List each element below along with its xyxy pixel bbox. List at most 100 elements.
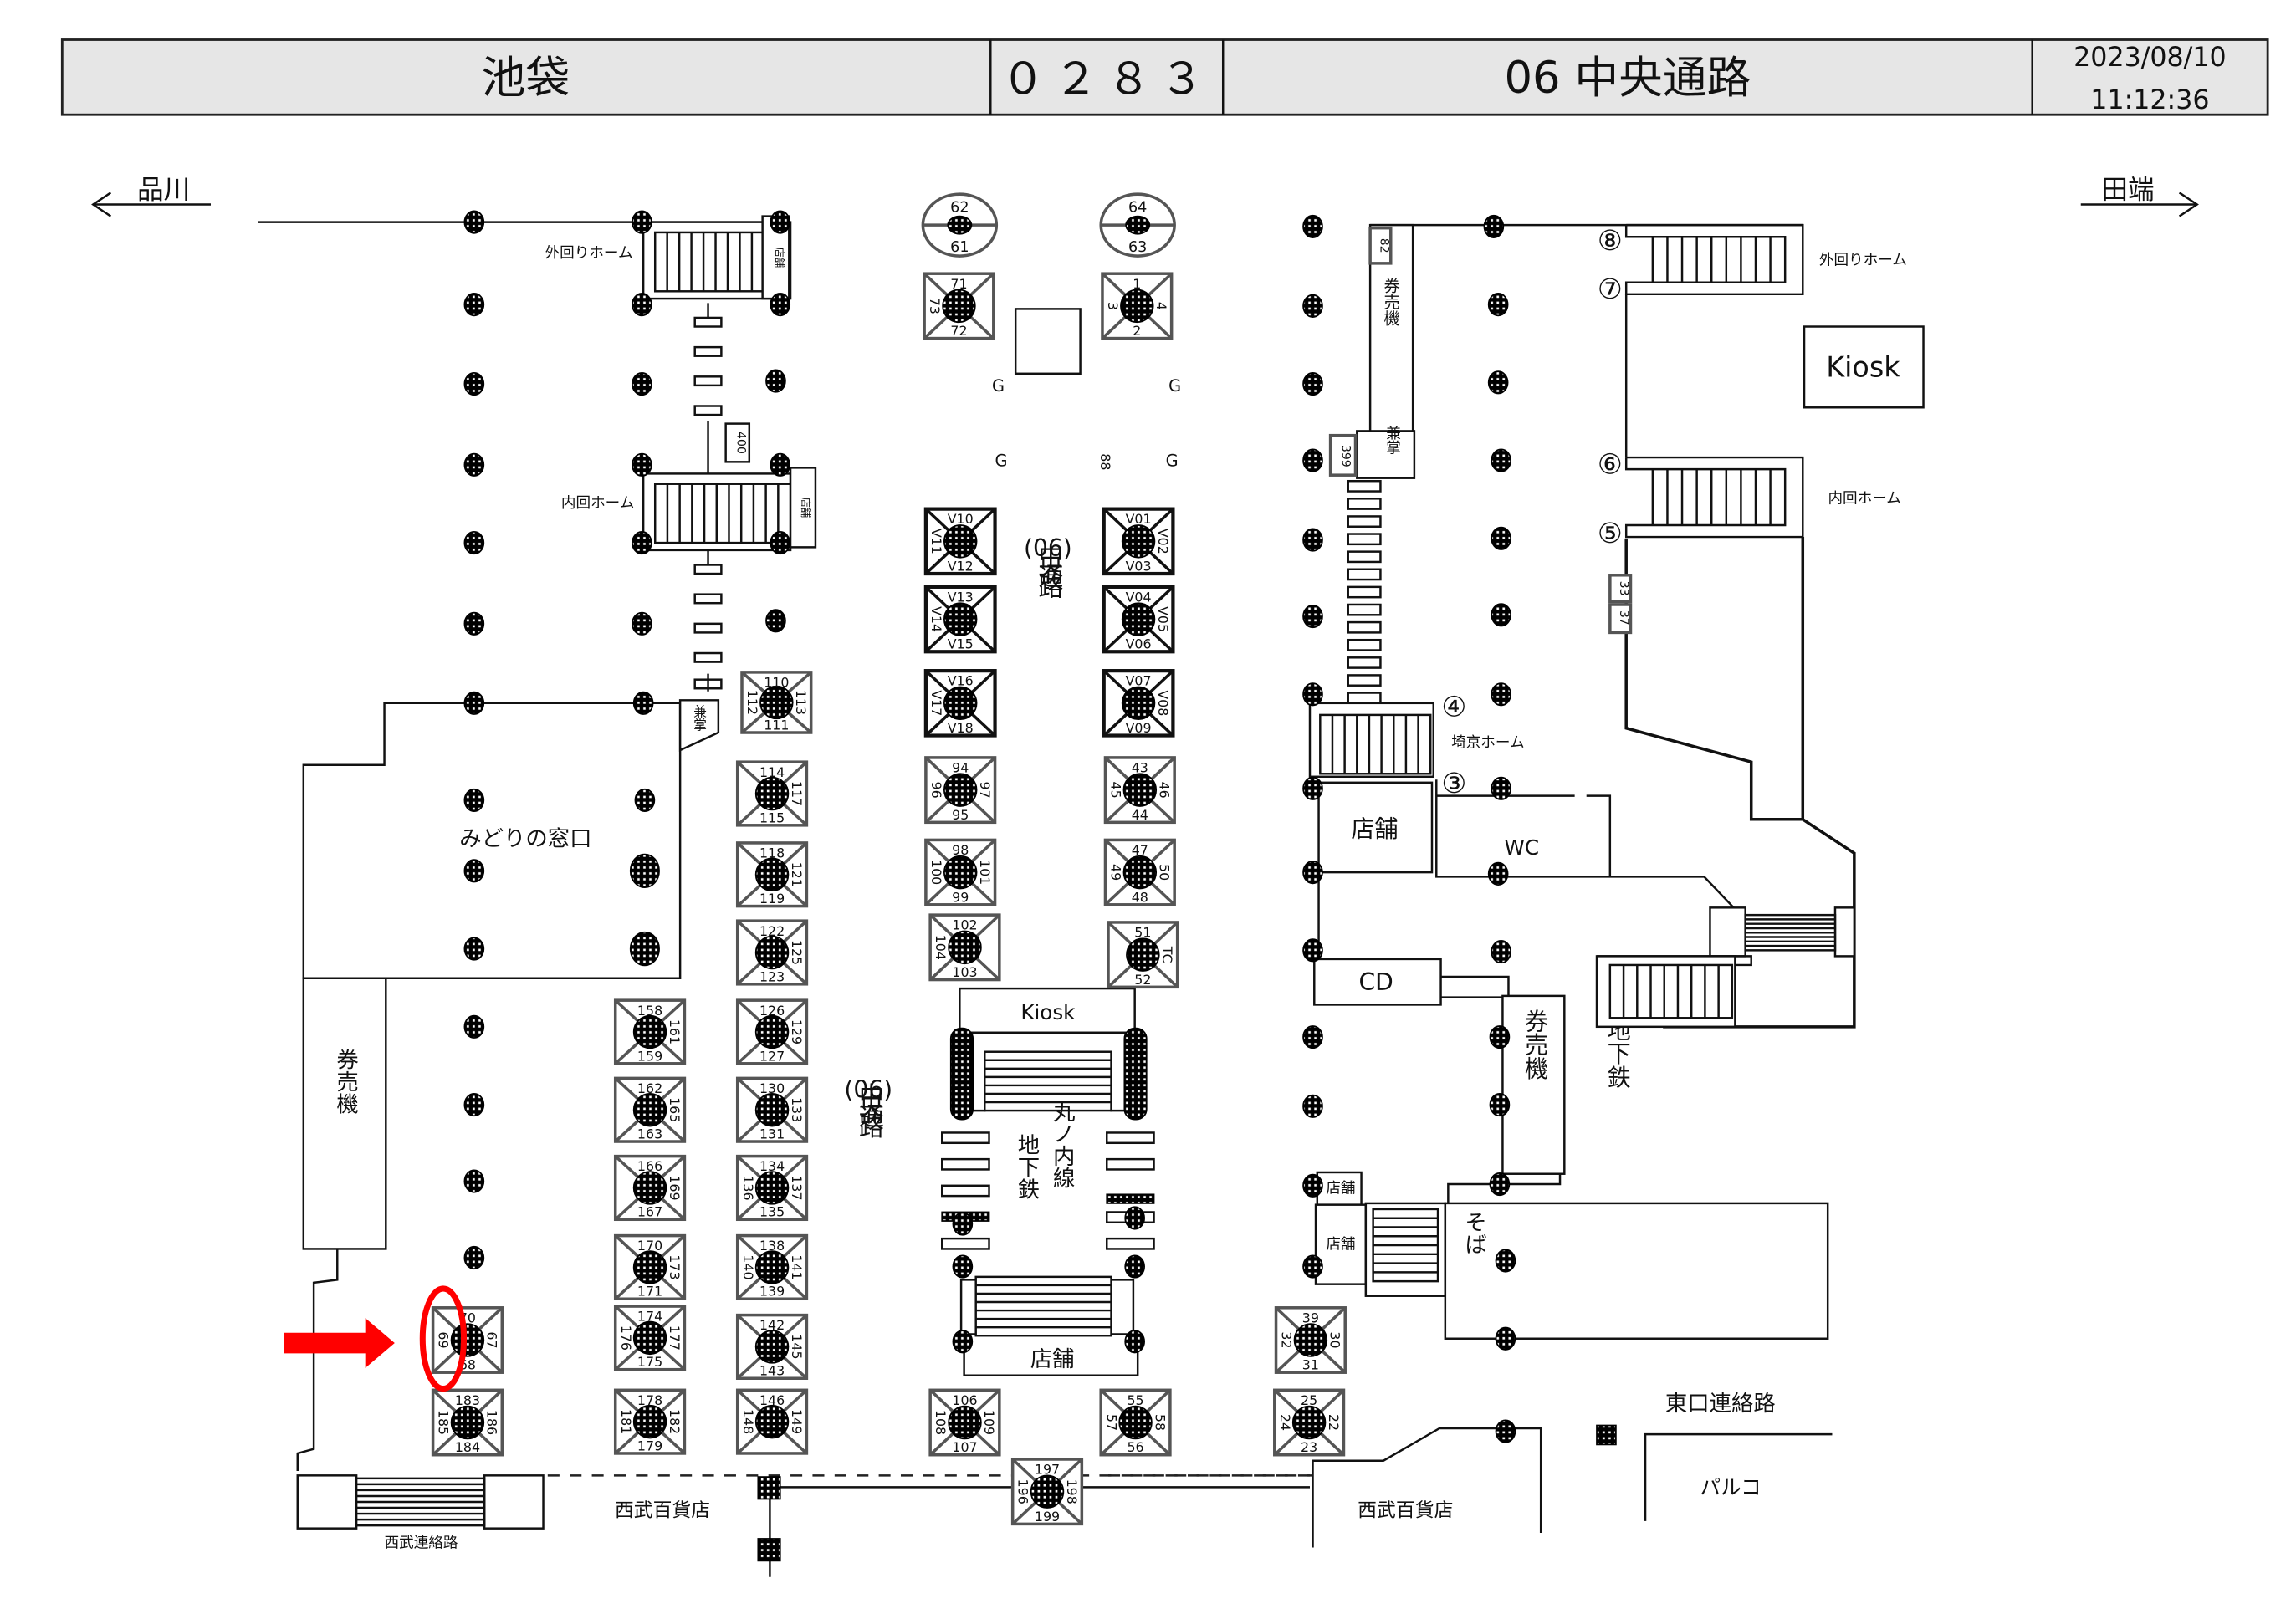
tag-37: 37 [1617,610,1630,626]
camera-number: 135 [759,1204,785,1220]
camera-number: 23 [1301,1439,1317,1455]
camera-dome-icon [1126,937,1160,972]
camera-dome-icon [450,1405,485,1440]
camera-number: V15 [948,636,974,652]
kensho-left [678,699,720,753]
camera-number: 107 [952,1439,977,1455]
camera-number: 111 [764,717,789,733]
camera-dome-icon [450,1323,485,1357]
camera-number: 109 [981,1410,997,1435]
camera-number: 102 [952,917,977,933]
shop-right-small-2-label: 店舗 [1326,1236,1355,1253]
camera-number: 122 [759,923,785,939]
camera-dome-icon [1120,289,1154,324]
camera-number: 159 [637,1048,662,1064]
pillar-camera-icon [1124,1330,1145,1354]
central-passage-lower-num: (06) [844,1075,892,1103]
camera-number: V01 [1126,511,1152,527]
camera-number: 101 [977,860,993,885]
direction-left-label: 品川 [137,175,190,205]
camera-number: TC [1159,946,1175,963]
camera-number: 49 [1108,864,1124,881]
camera-number: 113 [793,690,809,715]
pillar-camera-icon [632,531,652,555]
pillar-camera-icon [1124,1254,1145,1279]
camera-number: V05 [1155,606,1171,632]
camera-dome-icon [943,686,978,721]
camera-number: 177 [667,1325,683,1351]
pillar-camera-icon [1487,861,1509,886]
connector-segment [941,1131,990,1145]
camera-dome-icon [1030,1474,1065,1509]
camera-number: V03 [1126,559,1152,575]
pillar-camera-icon [1302,776,1323,800]
camera-number: 115 [759,809,785,825]
camera-dome-icon [948,930,982,965]
camera-number: 71 [950,276,967,292]
pillar-camera-icon [952,1254,974,1279]
pillar-camera-icon [1302,448,1323,472]
stair-markers: ⑧ ⑦ ⑥ ⑤ ④ ③ [1441,224,1622,799]
camera-number: 110 [764,674,789,690]
connector-segment [941,1237,990,1250]
pillar-camera-icon [1302,1254,1323,1279]
camera-number: V17 [928,690,944,716]
pillar-camera-icon [463,210,485,234]
red-arrow-icon [284,1318,395,1368]
kiosk-right [1803,325,1925,409]
pillar-camera-icon [765,609,786,633]
camera-number: 149 [789,1409,805,1434]
pillar-camera-icon [463,1014,485,1039]
connector-segment [693,651,723,663]
camera-number: 170 [637,1238,662,1254]
pillar-camera-icon [632,210,652,234]
camera-dome-icon [754,935,790,970]
east-exit-passage-label: 東口連絡路 [1665,1392,1776,1417]
gate-label: G [992,376,1005,396]
camera-number: V12 [948,559,974,575]
pillar-camera-icon [463,293,485,317]
floor-camera-3 [1596,1424,1617,1446]
kensho-right-label: 兼掌 [1384,425,1401,454]
central-passage-lower-label: 中央通路 [854,1083,883,1139]
camera-number: 183 [455,1392,480,1408]
camera-number: 64 [1128,199,1147,216]
camera-number: 117 [789,781,805,806]
camera-dome-icon [1291,1405,1327,1440]
pillar-camera-icon [1302,372,1323,396]
pillar-camera-icon [1302,604,1323,629]
camera-dome-icon [759,685,794,720]
pillar-camera-icon [952,1212,974,1236]
camera-number: V08 [1155,690,1171,716]
shop-top-left-2-label: 店舗 [800,498,811,518]
camera-dome-icon [942,289,976,324]
pillar-camera-icon [632,611,652,636]
camera-dome-icon [943,855,978,890]
tag-88: 88 [1097,453,1113,470]
camera-dome-icon [943,524,978,559]
camera-number: 173 [667,1254,683,1279]
camera-number: 181 [618,1409,634,1434]
camera-number: 103 [952,964,977,980]
pillar-camera-icon [952,1330,974,1354]
camera-number: 104 [933,935,949,960]
pillar-camera-icon [1491,526,1511,550]
station-code: ０２８３ [1001,54,1213,105]
tag-400: 400 [734,432,748,454]
pillar-camera-icon [463,937,485,961]
camera-number: 106 [952,1392,977,1408]
pillar-camera-icon [463,372,485,396]
camera-number: 55 [1127,1392,1143,1408]
parco-label: パルコ [1700,1475,1761,1499]
